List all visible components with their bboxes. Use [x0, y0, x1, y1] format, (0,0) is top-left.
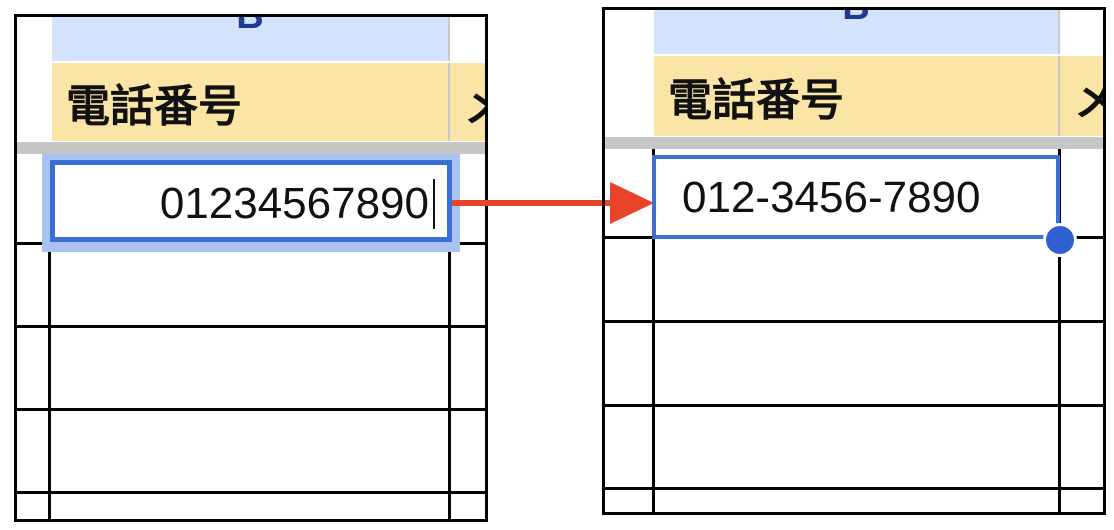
header-divider: [448, 63, 450, 141]
grid-hline: [605, 487, 1103, 490]
grid-hline: [17, 491, 485, 494]
text-cursor: [433, 179, 435, 229]
grid-hline: [17, 325, 485, 328]
grid-vline: [1058, 149, 1061, 512]
fill-handle[interactable]: [1043, 223, 1077, 257]
column-letter: B: [842, 10, 869, 29]
before-panel: [14, 14, 488, 522]
grid-vline: [48, 154, 51, 519]
grid-vline: [652, 149, 655, 512]
grid-hline: [17, 408, 485, 411]
column-header-divider: [448, 17, 450, 61]
column-header-divider: [1058, 10, 1060, 54]
cell-value: 012-3456-7890: [682, 173, 981, 222]
header-cell-phone-before[interactable]: 電話番号: [52, 63, 448, 141]
cell-value-input[interactable]: 01234567890: [159, 179, 429, 228]
column-header-b-before[interactable]: B: [52, 17, 448, 61]
header-cell-next-label: メ: [464, 70, 485, 134]
header-cell-next-label: メ: [1074, 75, 1103, 126]
frozen-row-divider: [605, 137, 1103, 149]
header-cell-label: 電話番号: [668, 75, 844, 126]
frozen-row-divider: [17, 142, 485, 154]
grid-hline: [605, 320, 1103, 323]
after-panel: [602, 7, 1106, 515]
header-cell-label: 電話番号: [66, 81, 242, 132]
header-cell-next-before[interactable]: メ: [450, 63, 485, 141]
grid-hline: [605, 404, 1103, 407]
header-divider: [1058, 56, 1060, 136]
selected-cell[interactable]: 012-3456-7890: [652, 155, 1060, 239]
grid-vline: [448, 154, 451, 519]
column-letter: B: [236, 17, 263, 38]
arrow-right-icon: [452, 182, 654, 224]
header-cell-next-after[interactable]: メ: [1060, 56, 1103, 136]
editing-cell[interactable]: 01234567890: [50, 160, 452, 242]
header-cell-phone-after[interactable]: 電話番号: [654, 56, 1058, 136]
column-header-b-after[interactable]: B: [654, 10, 1058, 54]
